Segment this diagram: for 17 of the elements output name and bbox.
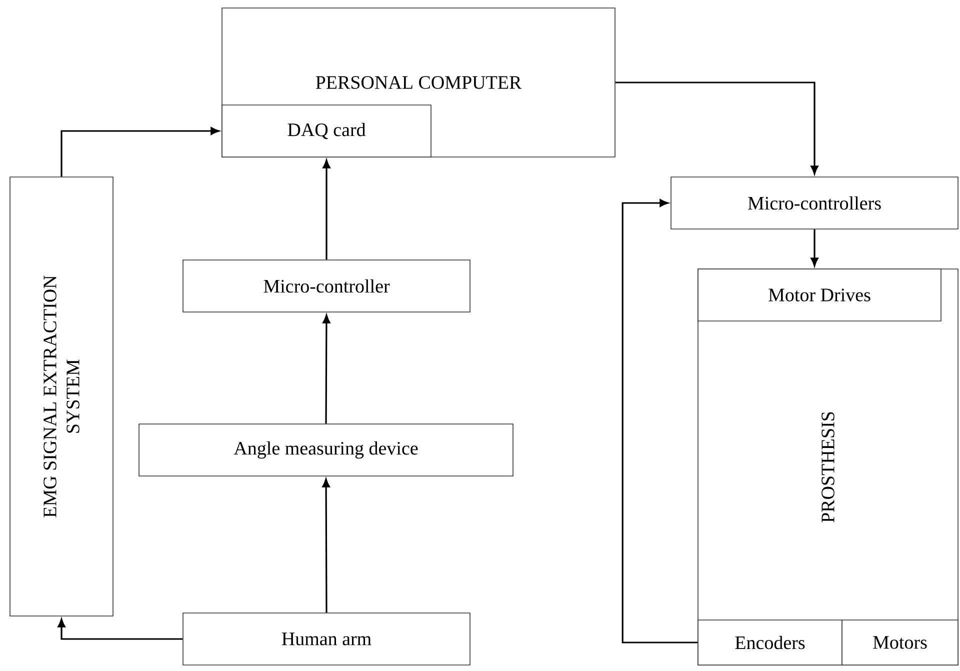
arrow xyxy=(322,478,330,613)
process-box: Motor Drives xyxy=(698,268,942,322)
arrow xyxy=(615,82,818,174)
arrow xyxy=(322,314,330,424)
process-box: Micro-controller xyxy=(182,260,470,312)
process-box: EMG SIGNAL EXTRACTION SYSTEM xyxy=(10,176,114,616)
arrow xyxy=(622,199,698,644)
process-box: Motors xyxy=(842,620,958,666)
arrow xyxy=(810,229,818,266)
arrow xyxy=(60,127,220,177)
arrow xyxy=(58,618,183,640)
arrow xyxy=(322,160,330,260)
process-box: Micro-controllers xyxy=(670,176,958,230)
process-box: Angle measuring device xyxy=(138,424,514,476)
process-box: Encoders xyxy=(698,620,842,666)
process-box: DAQ card xyxy=(222,104,432,158)
process-box: Human arm xyxy=(182,612,470,666)
